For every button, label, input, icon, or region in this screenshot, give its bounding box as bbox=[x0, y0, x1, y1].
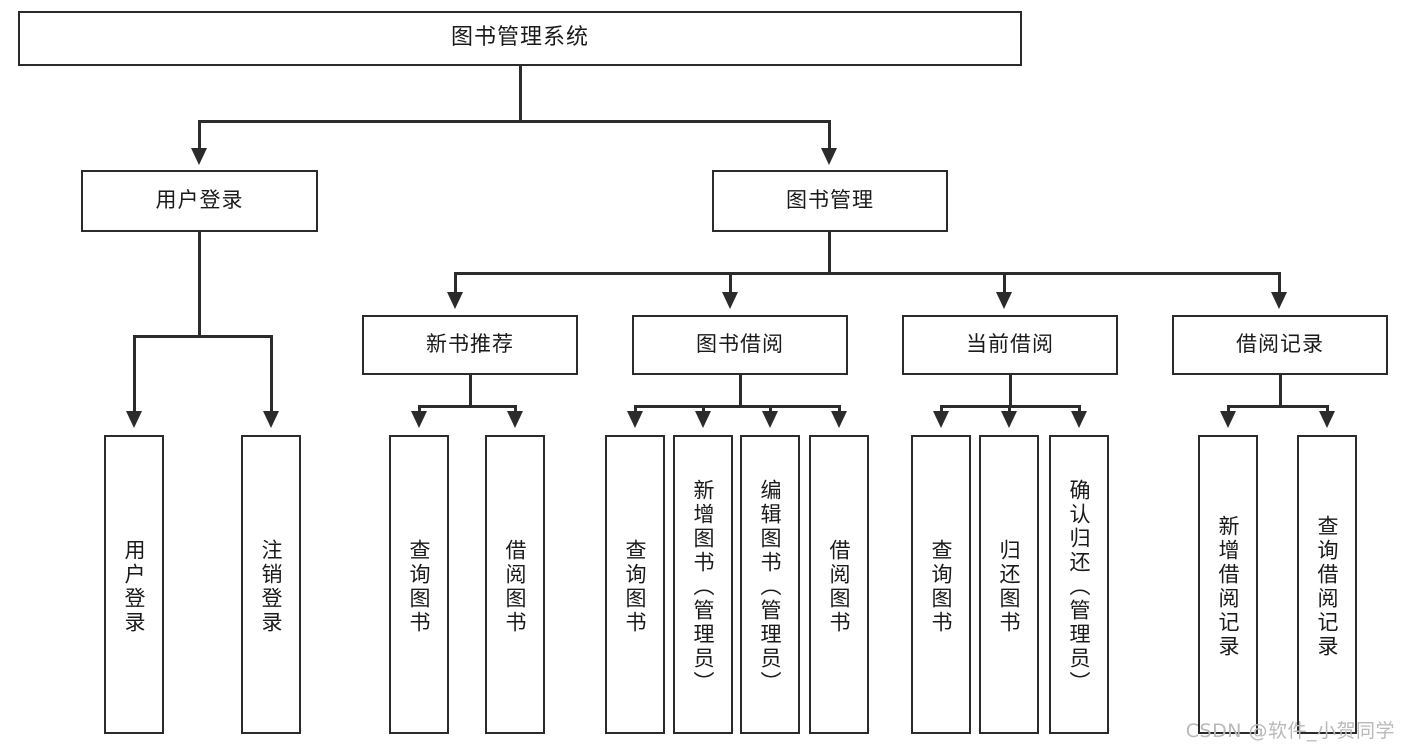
connector-leaf-add-book bbox=[702, 405, 705, 413]
connector-leaf-query-borrow-record bbox=[1326, 405, 1329, 413]
node-label: 借阅记录 bbox=[1236, 332, 1324, 357]
node-label: 图书管理 bbox=[786, 188, 874, 213]
arrowhead-leaf-add-borrow-record bbox=[1220, 411, 1236, 428]
connector-leaf-logout bbox=[270, 335, 273, 413]
arrowhead-leaf-user-login bbox=[126, 411, 142, 428]
leaf-query-book-2[interactable]: 查询图书 bbox=[605, 435, 665, 734]
node-book-management[interactable]: 图书管理 bbox=[712, 170, 948, 232]
connector-leaf-query-book-3 bbox=[940, 405, 943, 413]
arrowhead-to-current-borrow bbox=[996, 292, 1012, 309]
leaf-return-book[interactable]: 归还图书 bbox=[979, 435, 1039, 734]
node-label: 注销登录 bbox=[259, 538, 284, 635]
connector-leaf-add-borrow-record bbox=[1227, 405, 1230, 413]
node-label: 借阅图书 bbox=[827, 538, 852, 635]
connector-leaf-confirm-return bbox=[1078, 405, 1081, 413]
node-label: 新增借阅记录 bbox=[1216, 514, 1241, 659]
node-new-book-recommend[interactable]: 新书推荐 bbox=[362, 315, 578, 375]
arrowhead-to-book-borrow bbox=[722, 292, 738, 309]
node-label: 查询图书 bbox=[929, 538, 954, 635]
connector-level3-bus bbox=[455, 272, 1281, 275]
node-label: 查询借阅记录 bbox=[1315, 514, 1340, 659]
arrowhead-to-user-login bbox=[191, 148, 207, 165]
node-current-borrow[interactable]: 当前借阅 bbox=[902, 315, 1118, 375]
arrowhead-leaf-confirm-return bbox=[1071, 411, 1087, 428]
connector-leaf-borrow-book-2 bbox=[838, 405, 841, 413]
node-root-system[interactable]: 图书管理系统 bbox=[18, 11, 1022, 66]
connector-leaf-user-login bbox=[133, 335, 136, 413]
leaf-user-login[interactable]: 用户登录 bbox=[104, 435, 164, 734]
connector-to-current-borrow bbox=[1003, 272, 1006, 294]
leaf-confirm-return-admin[interactable]: 确认归还（管理员） bbox=[1049, 435, 1109, 734]
connector-root-stem bbox=[519, 66, 522, 120]
connector-to-user-login bbox=[198, 120, 201, 150]
connector-new-book-rec-stem bbox=[469, 375, 472, 407]
connector-borrow-record-bus bbox=[1228, 405, 1329, 408]
node-label: 图书借阅 bbox=[696, 332, 784, 357]
connector-current-borrow-stem bbox=[1009, 375, 1012, 407]
node-label: 用户登录 bbox=[122, 538, 147, 635]
arrowhead-leaf-return-book bbox=[1001, 411, 1017, 428]
connector-current-borrow-bus bbox=[941, 405, 1081, 408]
connector-to-book-mgmt bbox=[828, 120, 831, 150]
arrowhead-leaf-query-borrow-record bbox=[1319, 411, 1335, 428]
leaf-query-book-3[interactable]: 查询图书 bbox=[911, 435, 971, 734]
connector-leaf-edit-book bbox=[769, 405, 772, 413]
leaf-query-borrow-record[interactable]: 查询借阅记录 bbox=[1297, 435, 1357, 734]
arrowhead-leaf-query-book-3 bbox=[933, 411, 949, 428]
leaf-edit-book-admin[interactable]: 编辑图书（管理员） bbox=[740, 435, 800, 734]
leaf-logout[interactable]: 注销登录 bbox=[241, 435, 301, 734]
leaf-add-borrow-record[interactable]: 新增借阅记录 bbox=[1198, 435, 1258, 734]
connector-user-login-bus bbox=[134, 335, 273, 338]
arrowhead-to-borrow-record bbox=[1271, 292, 1287, 309]
connector-level1-bus bbox=[199, 120, 831, 123]
node-label: 当前借阅 bbox=[966, 332, 1054, 357]
node-label: 图书管理系统 bbox=[450, 25, 589, 51]
node-label: 查询图书 bbox=[623, 538, 648, 635]
leaf-borrow-book-2[interactable]: 借阅图书 bbox=[809, 435, 869, 734]
connector-leaf-borrow-book-1 bbox=[514, 405, 517, 413]
arrowhead-leaf-query-book-2 bbox=[627, 411, 643, 428]
node-label: 借阅图书 bbox=[503, 538, 528, 635]
arrowhead-to-new-book-rec bbox=[447, 292, 463, 309]
node-label: 编辑图书（管理员） bbox=[758, 478, 783, 695]
connector-book-borrow-stem bbox=[739, 375, 742, 407]
node-label: 确认归还（管理员） bbox=[1067, 478, 1092, 695]
connector-borrow-record-stem bbox=[1279, 375, 1282, 407]
connector-book-borrow-bus bbox=[635, 405, 841, 408]
leaf-query-book-1[interactable]: 查询图书 bbox=[389, 435, 449, 734]
node-label: 查询图书 bbox=[407, 538, 432, 635]
connector-leaf-return-book bbox=[1008, 405, 1011, 413]
node-label: 用户登录 bbox=[155, 188, 244, 213]
arrowhead-to-book-mgmt bbox=[821, 148, 837, 165]
node-label: 归还图书 bbox=[997, 538, 1022, 635]
arrowhead-leaf-query-book-1 bbox=[411, 411, 427, 428]
arrowhead-leaf-add-book bbox=[695, 411, 711, 428]
connector-to-borrow-record bbox=[1278, 272, 1281, 294]
node-book-borrow[interactable]: 图书借阅 bbox=[632, 315, 848, 375]
connector-leaf-query-book-1 bbox=[418, 405, 421, 413]
arrowhead-leaf-borrow-book-1 bbox=[507, 411, 523, 428]
connector-to-new-book-rec bbox=[454, 272, 457, 294]
connector-user-login-stem bbox=[198, 232, 201, 336]
node-label: 新增图书（管理员） bbox=[691, 478, 716, 695]
connector-book-mgmt-stem bbox=[828, 232, 831, 274]
node-borrow-record[interactable]: 借阅记录 bbox=[1172, 315, 1388, 375]
node-label: 新书推荐 bbox=[426, 332, 514, 357]
node-user-login[interactable]: 用户登录 bbox=[81, 170, 318, 232]
leaf-add-book-admin[interactable]: 新增图书（管理员） bbox=[673, 435, 733, 734]
connector-to-book-borrow bbox=[729, 272, 732, 294]
arrowhead-leaf-logout bbox=[263, 411, 279, 428]
leaf-borrow-book-1[interactable]: 借阅图书 bbox=[485, 435, 545, 734]
connector-new-book-rec-bus bbox=[419, 405, 517, 408]
arrowhead-leaf-borrow-book-2 bbox=[831, 411, 847, 428]
connector-leaf-query-book-2 bbox=[634, 405, 637, 413]
arrowhead-leaf-edit-book bbox=[762, 411, 778, 428]
